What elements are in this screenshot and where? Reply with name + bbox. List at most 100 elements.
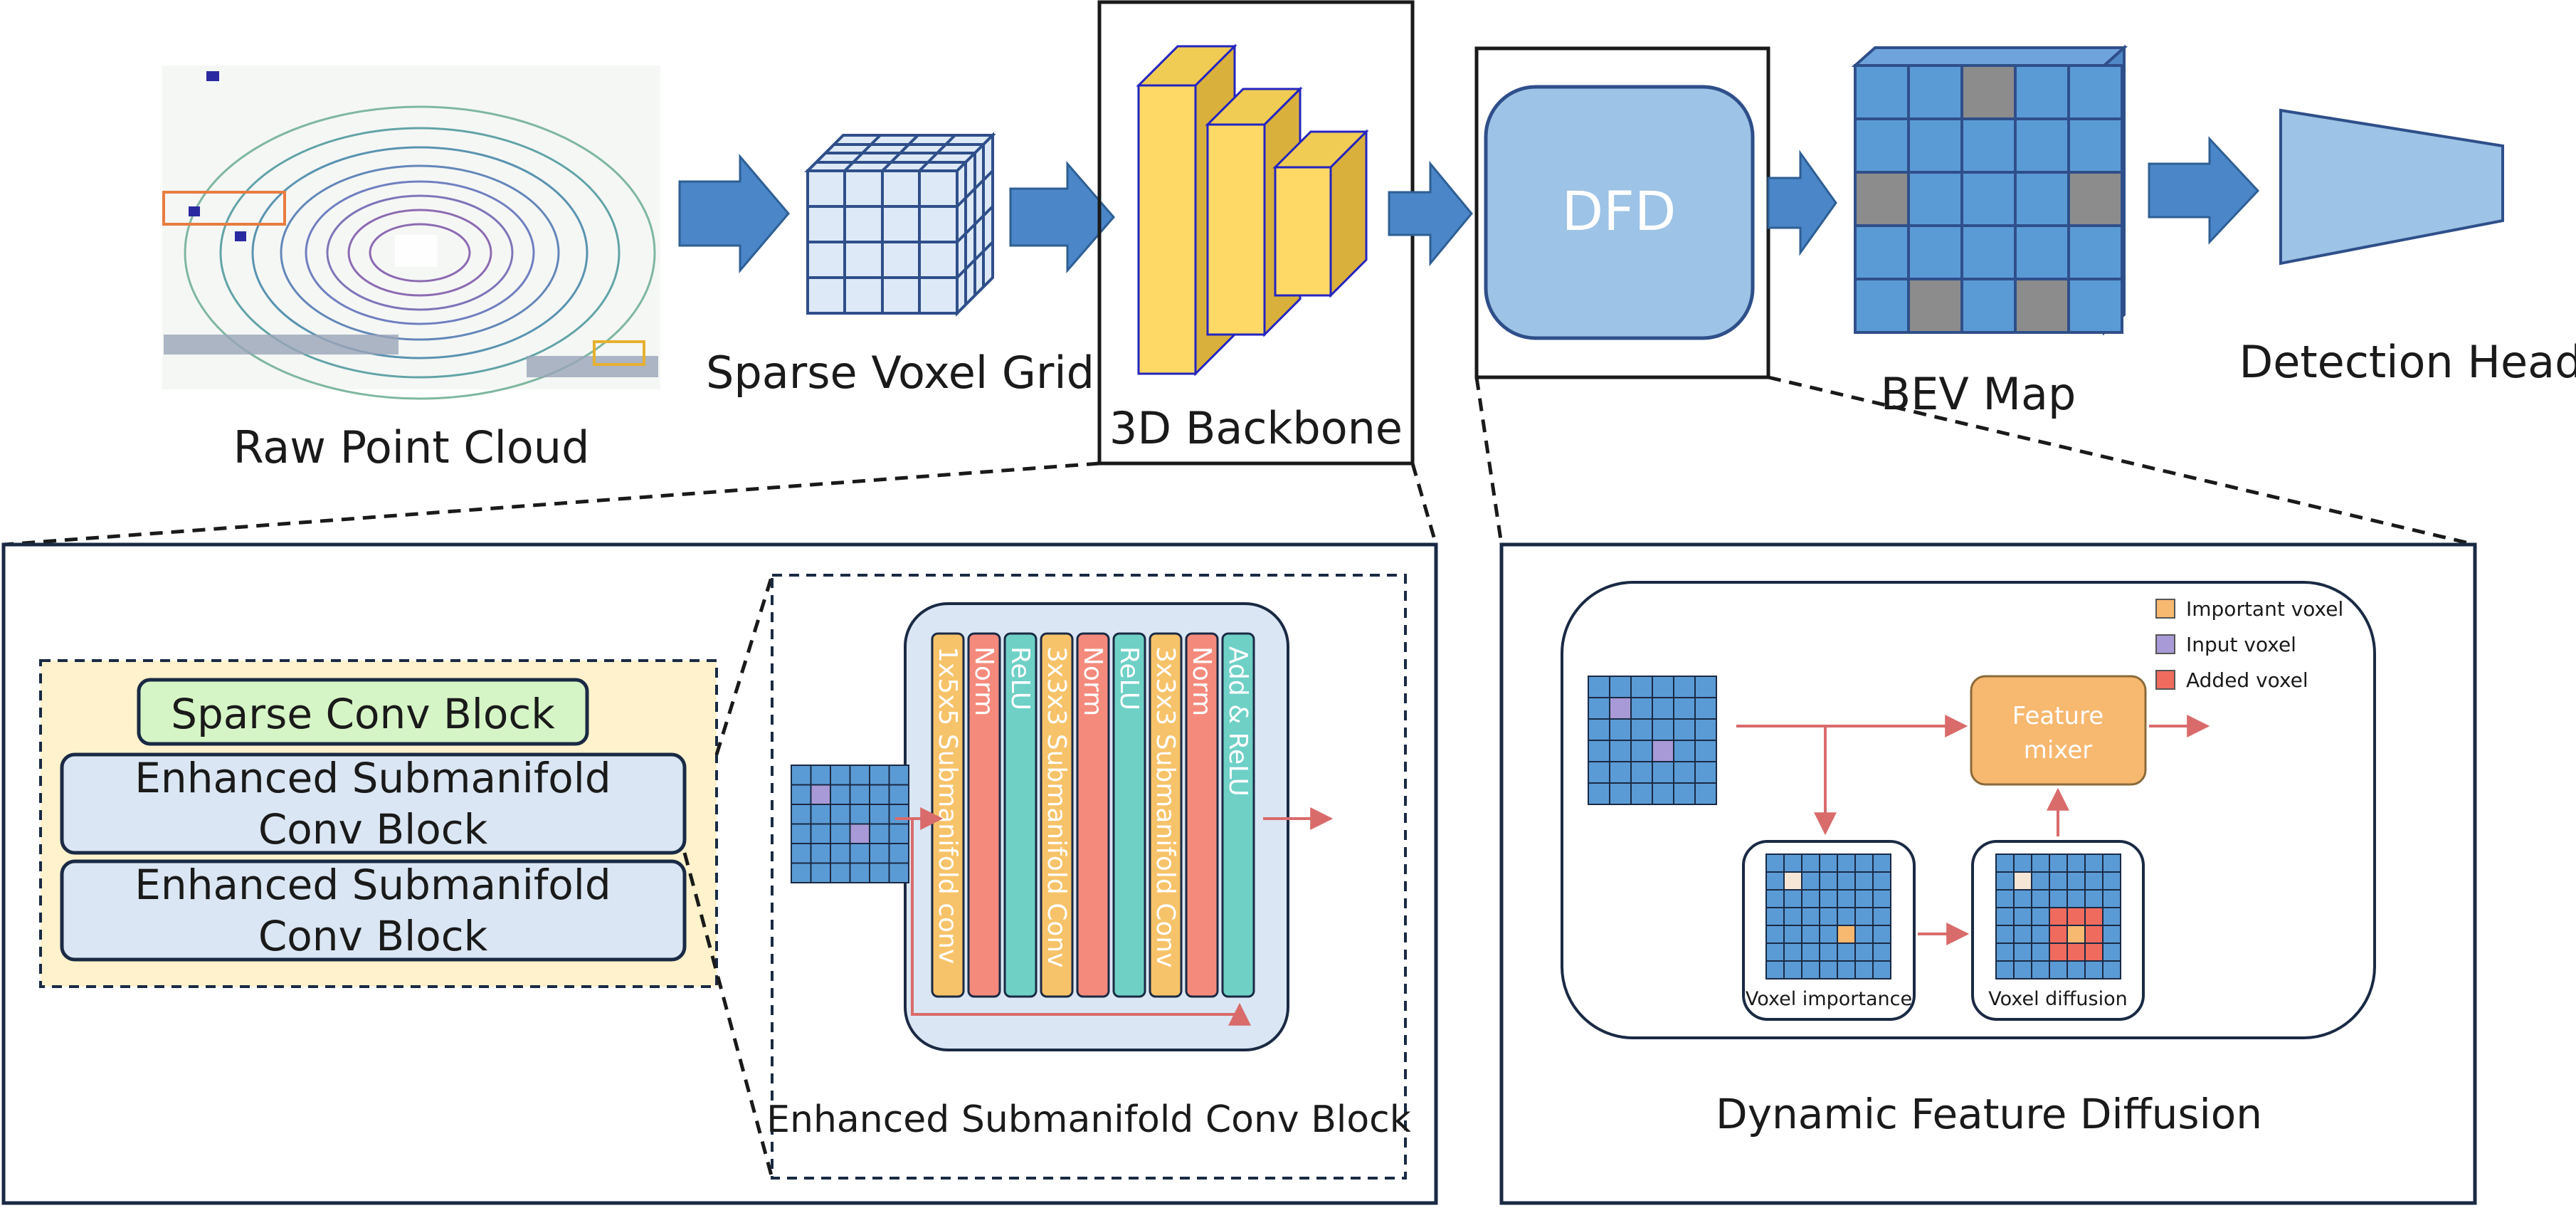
voxel-cell xyxy=(1801,925,1820,944)
voxel-cell xyxy=(2031,889,2050,908)
voxel-cell xyxy=(830,862,851,883)
voxel-cell xyxy=(1872,942,1891,962)
dfd-detail-caption: Dynamic Feature Diffusion xyxy=(1716,1090,2262,1138)
feature-mixer-line-2: mixer xyxy=(2024,736,2093,765)
backbone-label: 3D Backbone xyxy=(1109,402,1403,454)
voxel-cell xyxy=(1854,925,1874,944)
voxel-cell xyxy=(1765,871,1785,891)
voxel-cell xyxy=(1854,942,1874,962)
voxel-cell xyxy=(849,862,870,883)
layer-bar-label: Norm xyxy=(1078,646,1107,716)
voxel-cell xyxy=(791,765,812,786)
voxel-cell xyxy=(849,804,870,825)
bev-cell xyxy=(1907,64,1963,120)
sparse-voxel-grid-label: Sparse Voxel Grid xyxy=(706,347,1094,399)
bev-cell xyxy=(1960,117,2017,174)
voxel-diffusion-grid xyxy=(1995,854,2121,979)
voxel-cell xyxy=(888,804,909,825)
voxel-cell xyxy=(2084,907,2103,926)
bev-cell xyxy=(1960,278,2017,334)
voxel-cell xyxy=(1819,871,1838,891)
layer-bar-label: Norm xyxy=(1187,646,1216,716)
voxel-cell xyxy=(1673,676,1696,698)
voxel-cell xyxy=(1837,960,1856,979)
layer-bar-label: ReLU xyxy=(1114,646,1144,710)
bev-cell xyxy=(1854,64,1910,120)
backbone-detail-panel xyxy=(1,542,1438,1205)
voxel-cell xyxy=(869,804,890,825)
voxel-cell xyxy=(2102,960,2121,979)
voxel-cell xyxy=(1588,718,1610,741)
voxel-cell xyxy=(1837,854,1856,873)
layer-bar-shape xyxy=(1076,632,1110,998)
voxel-cell xyxy=(2084,889,2103,908)
voxel-cell xyxy=(1995,854,2015,873)
voxel-cell xyxy=(2013,942,2032,962)
voxel-cell xyxy=(1783,942,1802,962)
voxel-cell xyxy=(1837,942,1856,962)
voxel-cell xyxy=(810,804,831,825)
bev-cell xyxy=(1907,278,1963,334)
voxel-cell xyxy=(830,843,851,864)
inner-zoom-lines xyxy=(682,574,774,1179)
bev-cell xyxy=(1907,171,1963,227)
voxel-cell xyxy=(1609,782,1632,805)
voxel-cell xyxy=(888,823,909,844)
voxel-cell xyxy=(1872,960,1891,979)
bev-cell xyxy=(1907,117,1963,174)
residual-connections xyxy=(895,807,1334,1026)
legend-swatch-input xyxy=(2155,634,2175,654)
voxel-cell xyxy=(2013,889,2032,908)
layer-bar-shape xyxy=(1185,632,1219,998)
voxel-cell xyxy=(1801,889,1820,908)
sparse-conv-block xyxy=(137,678,589,746)
voxel-cell xyxy=(2049,907,2068,926)
voxel-cell xyxy=(1673,718,1696,741)
raw-point-cloud-image xyxy=(162,65,660,400)
voxel-cell xyxy=(2084,942,2103,962)
layer-bar-8: Norm xyxy=(1185,632,1219,998)
pipeline-arrow-1 xyxy=(678,153,790,274)
layer-bar-label: Add & ReLU xyxy=(1223,646,1252,797)
voxel-cell xyxy=(810,823,831,844)
voxel-cell xyxy=(1783,907,1802,926)
bev-cell xyxy=(2067,278,2123,334)
layer-bar-label: 3x3x3 Submanifold Conv xyxy=(1151,646,1180,968)
voxel-cell xyxy=(2066,925,2086,944)
layer-bar-1: 1x5x5 Submanifold conv xyxy=(931,632,965,998)
enhanced-block-2 xyxy=(60,859,687,962)
voxel-cell xyxy=(1837,925,1856,944)
feature-mixer-line-1: Feature xyxy=(2012,702,2103,730)
layer-bar-shape xyxy=(1221,632,1255,998)
pipeline-arrow-5 xyxy=(2148,136,2260,245)
voxel-cell xyxy=(1694,676,1717,698)
voxel-cell xyxy=(2049,960,2068,979)
voxel-cell xyxy=(1694,718,1717,741)
bev-cell xyxy=(1854,117,1910,174)
block-detail-frame xyxy=(771,574,1407,1180)
layer-bar-6: ReLU xyxy=(1112,632,1146,998)
enhanced-block-2-line-2: Conv Block xyxy=(258,912,488,960)
dfd-input-voxel-grid xyxy=(1588,676,1717,805)
voxel-cell xyxy=(869,862,890,883)
bev-cell xyxy=(2067,117,2123,174)
voxel-cell xyxy=(849,784,870,805)
layer-bar-shape xyxy=(1149,632,1183,998)
voxel-cell xyxy=(1854,960,1874,979)
backbone-blocks xyxy=(1136,43,1369,377)
voxel-cell xyxy=(1765,854,1785,873)
voxel-cell xyxy=(1630,697,1653,720)
bev-cell xyxy=(1854,171,1910,227)
layer-bar-7: 3x3x3 Submanifold Conv xyxy=(1149,632,1183,998)
voxel-cell xyxy=(1652,676,1674,698)
voxel-cell xyxy=(2066,907,2086,926)
layer-bar-label: ReLU xyxy=(1005,646,1035,710)
bev-cell xyxy=(1960,64,2017,120)
voxel-cell xyxy=(1995,871,2015,891)
voxel-cell xyxy=(1609,718,1632,741)
layer-bar-label: 1x5x5 Submanifold conv xyxy=(933,646,962,964)
dfd-label: DFD xyxy=(1562,179,1677,243)
voxel-cell xyxy=(1801,942,1820,962)
voxel-cell xyxy=(2084,925,2103,944)
voxel-cell xyxy=(2066,871,2086,891)
